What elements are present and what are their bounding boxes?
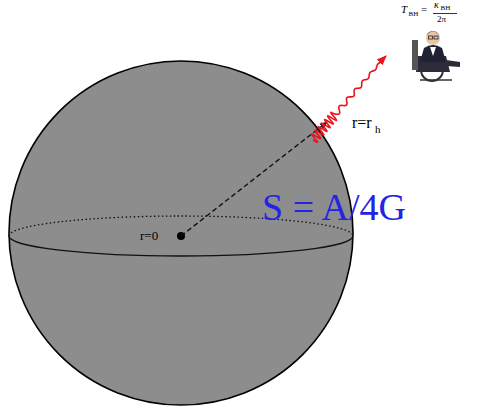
hawking-radiation-wave <box>312 56 386 142</box>
formula-symbol: = <box>421 4 427 15</box>
formula-symbol: 2π <box>437 15 446 24</box>
fraction-bar <box>433 13 457 14</box>
observer-figure <box>412 31 460 81</box>
formula-subscript: BH <box>441 5 451 12</box>
formula-symbol: κ <box>434 0 439 10</box>
formula-symbol: T <box>401 4 407 15</box>
horizon-sphere <box>9 61 353 405</box>
entropy-formula: S = A/4G <box>262 188 406 226</box>
radius-subscript: h <box>375 124 381 135</box>
formula-subscript: BH <box>409 11 419 18</box>
radius-label: r=r <box>352 115 372 131</box>
radiation-path <box>312 56 386 142</box>
center-label: r=0 <box>140 229 158 242</box>
